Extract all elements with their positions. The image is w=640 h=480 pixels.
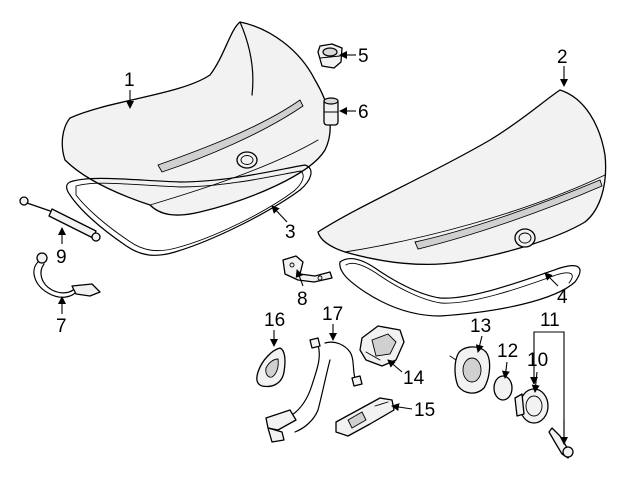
bumper-grommet: [317, 43, 343, 69]
emblem-seal: [493, 375, 513, 401]
lock-housing: [449, 346, 491, 394]
leader-lines: [58, 51, 568, 445]
lid-hinge: [282, 255, 333, 283]
callout-9: 9: [56, 247, 67, 268]
latch-actuator: [335, 397, 395, 437]
trunk-latch: [359, 325, 405, 367]
callout-7: 7: [56, 316, 67, 337]
callout-2: 2: [557, 47, 568, 68]
callout-14: 14: [403, 368, 425, 389]
callout-8: 8: [297, 289, 308, 310]
hinge-bracket: [33, 252, 101, 298]
bumper-stop: [323, 97, 339, 126]
callout-4: 4: [557, 287, 568, 308]
callout-10: 10: [527, 350, 548, 371]
lock-cylinder: [514, 388, 549, 424]
callout-1: 1: [124, 70, 135, 91]
trunk-handle: [256, 347, 286, 388]
callout-17: 17: [322, 304, 343, 325]
lock-key: [548, 427, 574, 459]
callout-6: 6: [358, 102, 369, 123]
cable-harness: [265, 337, 363, 443]
callout-16: 16: [264, 310, 285, 331]
callout-3: 3: [285, 222, 296, 243]
callout-5: 5: [358, 46, 369, 67]
callout-13: 13: [470, 316, 491, 337]
trunk-lid-lower: [317, 89, 607, 266]
gas-strut: [19, 196, 101, 242]
trunk-seal-lower: [339, 258, 581, 317]
callout-11: 11: [540, 310, 560, 331]
callout-labels: 1 2 3 4 5 6 7 8 9 10 11 12 13 14 15 16 1…: [56, 46, 568, 421]
trunk-lid-upper: [61, 21, 331, 216]
callout-12: 12: [497, 341, 518, 362]
callout-15: 15: [414, 400, 435, 421]
